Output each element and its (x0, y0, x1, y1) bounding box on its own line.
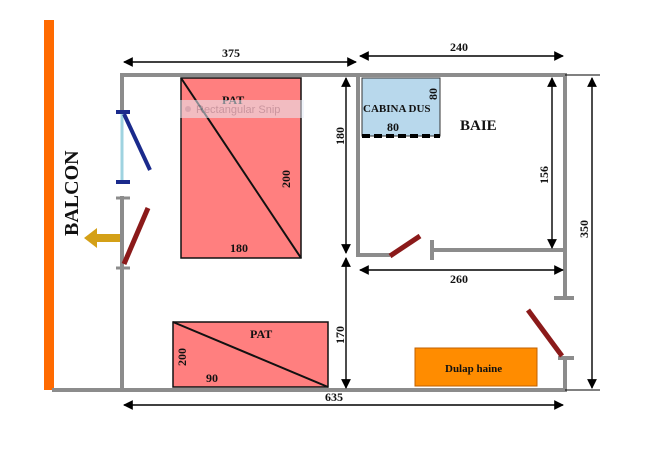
shower-label: CABINA DUS (363, 103, 431, 115)
balcony-label: BALCON (61, 150, 83, 236)
snip-icon (185, 106, 191, 112)
exit-arrow-icon (84, 228, 121, 248)
shower-depth: 80 (426, 88, 440, 100)
wardrobe: Dulap haine (414, 347, 538, 387)
shower-width: 80 (387, 120, 399, 134)
dim-right-total: 350 (577, 220, 591, 238)
bed-large-width: 180 (230, 241, 248, 255)
svg-text:Rectangular Snip: Rectangular Snip (196, 104, 280, 116)
wardrobe-label: Dulap haine (445, 363, 502, 375)
bed-large-length: 200 (279, 170, 293, 188)
balcony-wall (44, 20, 54, 390)
dimension-lines (123, 51, 600, 410)
bed-small-length: 200 (175, 348, 189, 366)
dim-bottom-total: 635 (325, 390, 343, 404)
walls (52, 73, 574, 392)
dim-top-right: 240 (450, 40, 468, 54)
window (116, 110, 152, 270)
bathroom-door (388, 233, 422, 259)
snip-tooltip: Rectangular Snip (180, 100, 304, 118)
bed-small-width: 90 (206, 371, 218, 385)
dim-top-left: 375 (222, 46, 240, 60)
shower-cabin: CABINA DUS 80 80 (361, 77, 441, 138)
bed-small: PAT 200 90 (172, 321, 329, 388)
dim-bathroom-height: 156 (537, 166, 551, 184)
dim-left-room-height: 180 (333, 127, 347, 145)
entrance-door (525, 308, 565, 358)
bathroom-label: BAIE (460, 118, 497, 134)
dim-lower-height: 170 (333, 326, 347, 344)
bed-small-label: PAT (250, 327, 272, 341)
balcony-door (121, 207, 151, 265)
dim-bathroom-width: 260 (450, 272, 468, 286)
